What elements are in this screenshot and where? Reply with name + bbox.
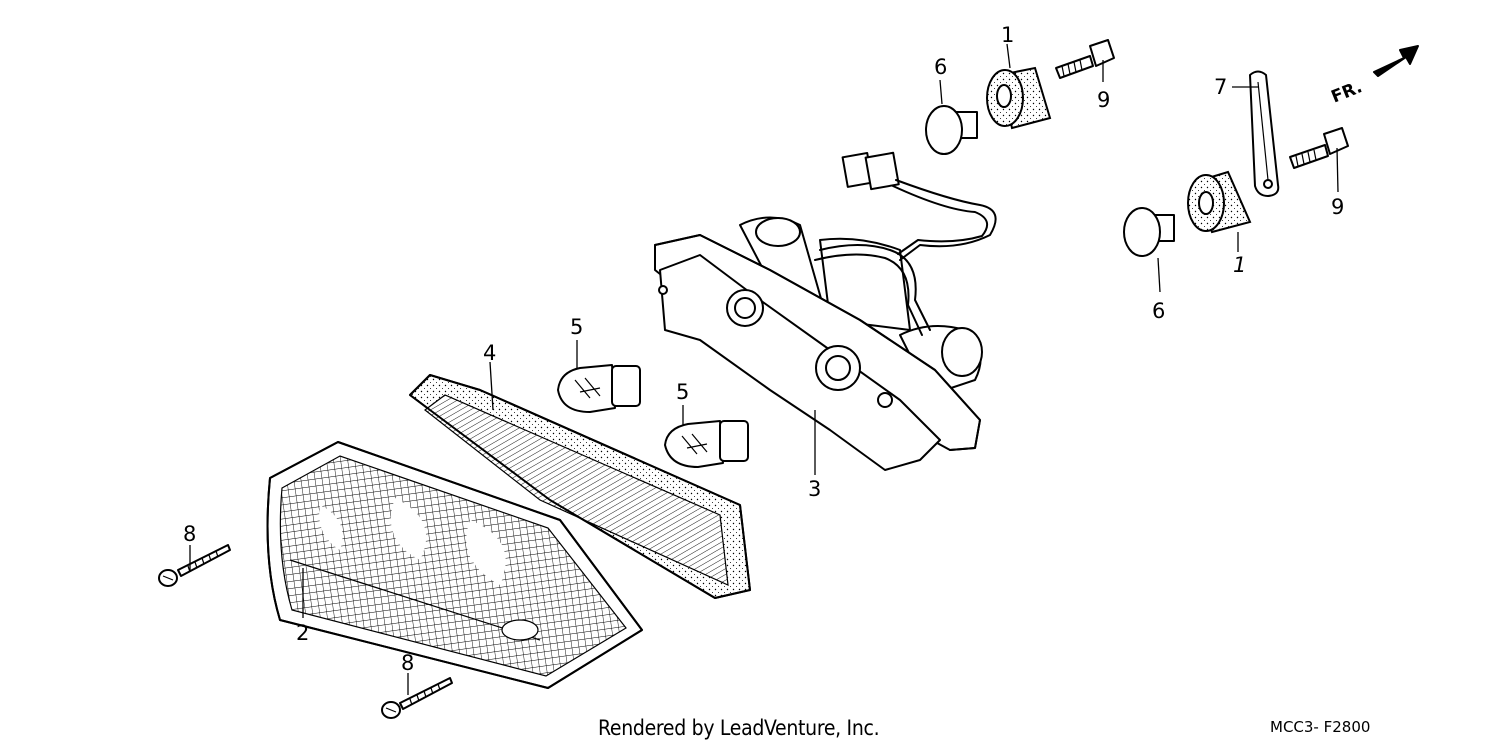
bulb-lower: [664, 420, 749, 468]
collar-upper: [925, 105, 978, 155]
collar-lower: [1123, 207, 1175, 257]
bolt-lower: [1289, 127, 1349, 169]
callout-8-upper: 8: [183, 522, 196, 546]
callout-3: 3: [808, 477, 821, 501]
leader-lines: [189, 43, 1339, 695]
callout-5-lower: 5: [676, 380, 689, 404]
callout-1-upper: 1: [1001, 23, 1014, 47]
callout-4: 4: [483, 341, 496, 365]
bolt-upper: [1055, 39, 1115, 79]
screw-upper: [158, 544, 231, 587]
callout-9-lower: 9: [1331, 195, 1344, 219]
direction-label: FR.: [1328, 77, 1365, 107]
lamp-housing: [654, 216, 983, 471]
callout-6-upper: 6: [934, 55, 947, 79]
front-direction-indicator: FR.: [1328, 45, 1419, 108]
wire-harness: [814, 151, 997, 336]
callouts: 1 1 2 3 4 5 5 6 6 7 8 8 9 9: [183, 23, 1344, 675]
callout-2: 2: [296, 621, 309, 645]
front-arrow-icon: [1373, 45, 1419, 77]
callout-7: 7: [1214, 75, 1227, 99]
lens-gasket: [409, 374, 751, 599]
callout-5-upper: 5: [570, 315, 583, 339]
callout-1-lower: 1: [1233, 253, 1246, 277]
callout-9-upper: 9: [1097, 88, 1110, 112]
grommet-lower: [1187, 170, 1252, 234]
diagram-code: MCC3- F2800: [1270, 718, 1371, 736]
screw-lower: [381, 677, 453, 719]
tail-lens: [266, 441, 643, 689]
callout-8-lower: 8: [401, 651, 414, 675]
grommet-upper: [986, 66, 1052, 130]
bulb-upper: [557, 364, 641, 413]
callout-6-lower: 6: [1152, 299, 1165, 323]
render-credit: Rendered by LeadVenture, Inc.: [598, 716, 880, 740]
stay-bracket: [1249, 70, 1280, 197]
